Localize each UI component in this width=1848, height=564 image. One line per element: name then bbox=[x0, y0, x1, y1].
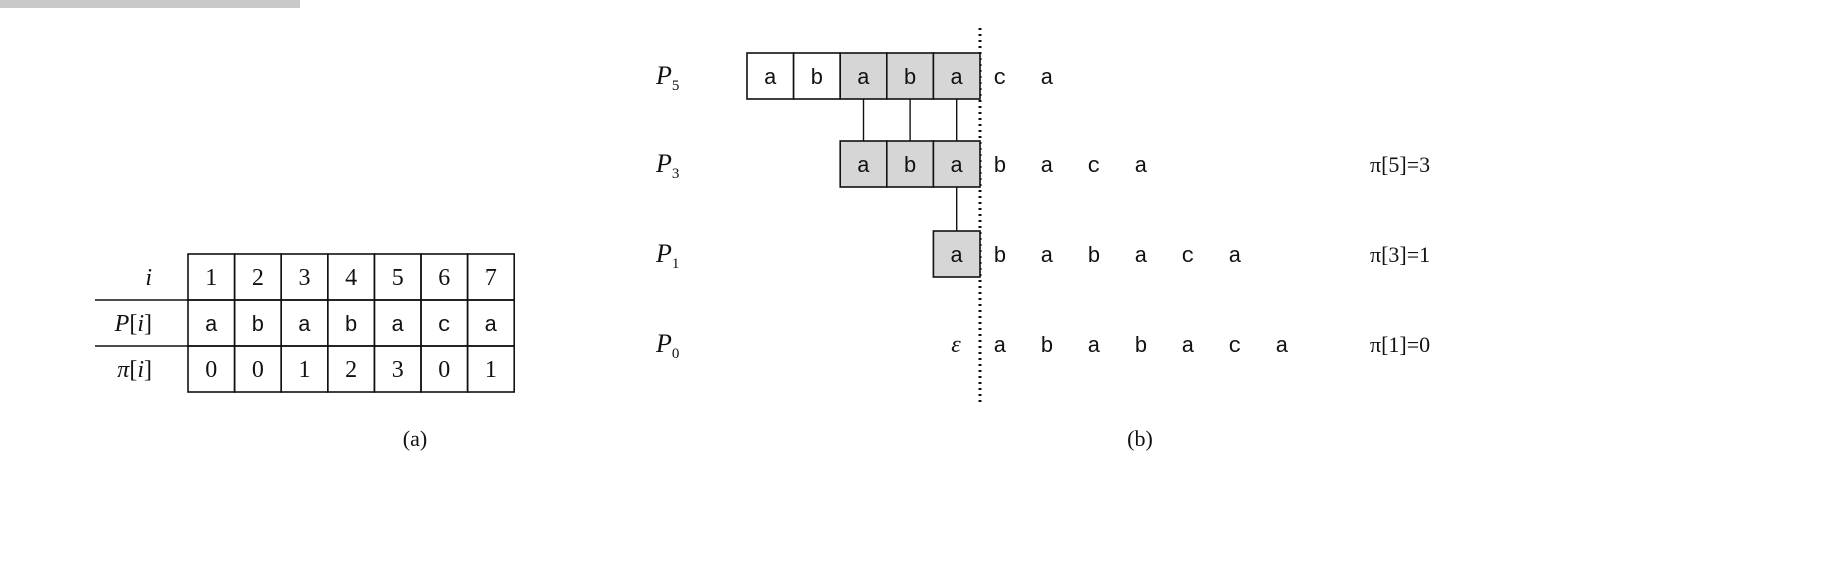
remaining-char: b bbox=[1134, 334, 1147, 359]
remaining-char: c bbox=[1228, 334, 1241, 359]
row-label-p0: P0 bbox=[655, 329, 679, 362]
prefix-cell-char: a bbox=[764, 66, 777, 91]
prefix-cell-char: a bbox=[857, 154, 870, 179]
panel-a-caption: (a) bbox=[403, 426, 427, 451]
remaining-char: a bbox=[1134, 244, 1147, 269]
prefix-cell-char: a bbox=[857, 66, 870, 91]
cropped-header-text bbox=[0, 0, 300, 8]
table-cell-text-index: 4 bbox=[345, 265, 357, 291]
remaining-char: a bbox=[1228, 244, 1241, 269]
prefix-cell bbox=[746, 52, 795, 100]
remaining-char: a bbox=[1134, 154, 1147, 179]
remaining-char: b bbox=[1087, 244, 1100, 269]
table-cell-text-index: 7 bbox=[485, 265, 497, 291]
remaining-char: a bbox=[1275, 334, 1288, 359]
table-row-label-pattern: P[i] bbox=[114, 311, 152, 337]
row-label-p3: P3 bbox=[655, 149, 679, 182]
prefix-cell bbox=[792, 52, 841, 100]
table-cell-text-pattern: c bbox=[438, 313, 451, 338]
table-row-label-prefix: π[i] bbox=[117, 357, 152, 383]
table-cell-text-pattern: b bbox=[251, 313, 264, 338]
table-cell-text-prefix: 1 bbox=[485, 357, 497, 383]
table-cell-text-index: 5 bbox=[392, 265, 404, 291]
table-cell-text-pattern: a bbox=[298, 313, 311, 338]
remaining-char: a bbox=[1040, 154, 1053, 179]
table-cell-prefix bbox=[466, 345, 516, 393]
remaining-char: c bbox=[1181, 244, 1194, 269]
prefix-cell-char: b bbox=[903, 154, 916, 179]
prefix-value-note: π[3]=1 bbox=[1370, 242, 1430, 267]
prefix-value-note: π[1]=0 bbox=[1370, 332, 1430, 357]
prefix-cell-shaded bbox=[885, 52, 935, 100]
table-cell-text-index: 6 bbox=[438, 265, 450, 291]
table-cell-text-prefix: 0 bbox=[438, 357, 450, 383]
prefix-cell-char: b bbox=[810, 66, 823, 91]
prefix-cell-char: a bbox=[950, 154, 963, 179]
remaining-char: a bbox=[1040, 244, 1053, 269]
row-label-p5: P5 bbox=[655, 61, 679, 94]
panel-a-prefix-table: i 1 2 3 4 5 6 7P[i] a b a b a c a π[i] 0 0 1 2 3 0 1 bbox=[95, 253, 516, 393]
table-cell-text-prefix: 0 bbox=[205, 357, 217, 383]
table-cell-text-index: 1 bbox=[205, 265, 217, 291]
table-cell-text-prefix: 2 bbox=[345, 357, 357, 383]
remaining-char: a bbox=[993, 334, 1006, 359]
remaining-char: a bbox=[1040, 66, 1053, 91]
remaining-char: c bbox=[993, 66, 1006, 91]
prefix-cell-char: a bbox=[950, 66, 963, 91]
table-cell-text-pattern: b bbox=[344, 313, 357, 338]
table-cell-text-pattern: a bbox=[205, 313, 218, 338]
table-cell-text-pattern: a bbox=[391, 313, 404, 338]
remaining-char: b bbox=[1040, 334, 1053, 359]
remaining-char: a bbox=[1087, 334, 1100, 359]
table-cell-text-prefix: 1 bbox=[299, 357, 311, 383]
panel-b-caption: (b) bbox=[1127, 426, 1153, 451]
table-cell-text-prefix: 3 bbox=[392, 357, 404, 383]
table-cell-text-pattern: a bbox=[484, 313, 497, 338]
prefix-cell-char: b bbox=[903, 66, 916, 91]
table-cell-text-index: 2 bbox=[252, 265, 264, 291]
remaining-char: b bbox=[993, 244, 1006, 269]
prefix-cell-char: a bbox=[950, 244, 963, 269]
prefix-value-note: π[5]=3 bbox=[1370, 152, 1430, 177]
remaining-char: b bbox=[993, 154, 1006, 179]
table-cell-text-prefix: 0 bbox=[252, 357, 264, 383]
prefix-cell-shaded bbox=[932, 230, 981, 278]
empty-string-symbol: ε bbox=[951, 332, 961, 358]
row-label-p1: P1 bbox=[655, 239, 679, 272]
remaining-char: a bbox=[1181, 334, 1194, 359]
remaining-char: c bbox=[1087, 154, 1100, 179]
table-row-label-index: i bbox=[145, 265, 152, 291]
table-cell-text-index: 3 bbox=[299, 265, 311, 291]
